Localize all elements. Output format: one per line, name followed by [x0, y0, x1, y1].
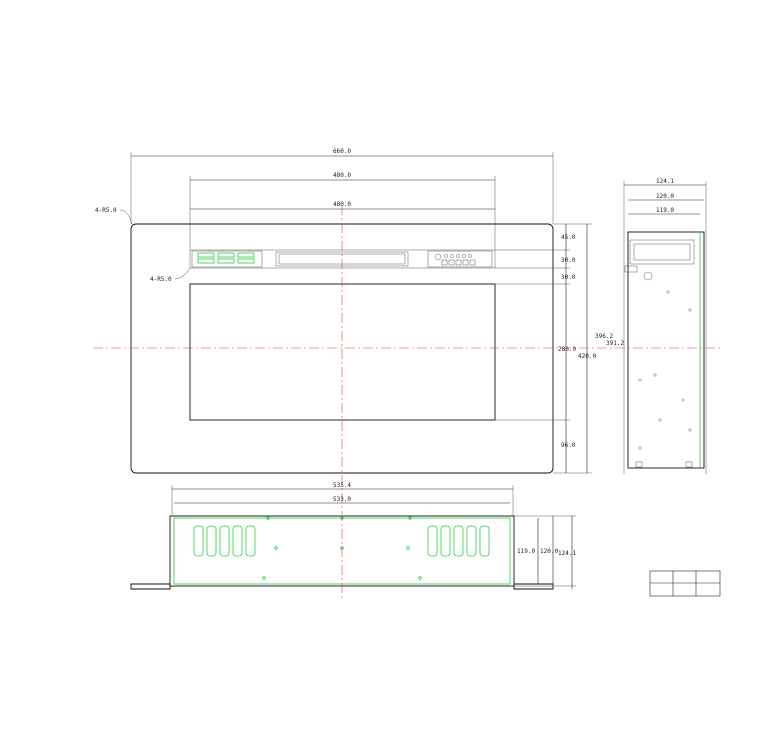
side-top-dimensions: 124.1 120.0 119.0 [623, 178, 707, 226]
top-vents-right [427, 525, 490, 557]
power-knob [434, 253, 442, 261]
dim-top: 45.0 [561, 234, 576, 241]
dim-side-height-outer: 396.2 [595, 333, 613, 340]
button-panel [427, 250, 493, 268]
front-view: 660.0 480.0 480.0 4-R5.0 4-R5.0 45.0 [95, 148, 624, 474]
dim-top-depth-outer: 124.1 [558, 550, 576, 557]
dim-strip-1: 30.0 [561, 257, 576, 264]
top-depth-dimensions: 119.0 120.0 124.1 [514, 515, 576, 589]
side-knob [643, 271, 653, 281]
dim-top-depth-inner: 119.0 [517, 548, 535, 555]
front-right-dimensions: 45.0 30.0 30.0 280.0 420.0 96.0 396.2 39… [495, 223, 624, 474]
dim-opening-width-outer: 480.0 [333, 172, 351, 179]
dim-corner-radius: 4-R5.0 [95, 207, 117, 214]
dim-opening-width-inner: 480.0 [333, 201, 351, 208]
center-lines [93, 205, 722, 600]
dim-side-depth-outer: 124.1 [656, 178, 674, 185]
dim-top-width-outer: 535.4 [333, 482, 351, 489]
front-top-dimensions: 660.0 480.0 480.0 [130, 148, 554, 250]
dim-bottom: 96.0 [561, 442, 576, 449]
dim-side-height-inner: 391.2 [606, 340, 624, 347]
dim-top-depth-mid: 120.0 [540, 548, 558, 555]
dim-side-depth-inner: 119.0 [656, 207, 674, 214]
top-width-dimensions: 535.4 533.0 [171, 482, 514, 516]
viewing-window [189, 283, 496, 421]
dim-side-depth-mid: 120.0 [656, 193, 674, 200]
dim-height-total: 420.0 [578, 353, 596, 360]
top-flange [130, 583, 554, 590]
dim-window-height: 280.0 [558, 346, 576, 353]
side-body [627, 231, 705, 469]
dim-strip-2: 30.0 [561, 274, 576, 281]
radius-callouts: 4-R5.0 4-R5.0 [95, 207, 191, 283]
top-view: 535.4 533.0 119.0 120.0 124.1 [130, 482, 576, 590]
side-view: 124.1 120.0 119.0 [623, 178, 707, 474]
top-vents-left [193, 525, 256, 557]
control-strip [189, 249, 496, 269]
title-block [649, 570, 721, 597]
dim-panel-corner-radius: 4-R5.0 [150, 276, 172, 283]
vent-grille [191, 250, 263, 268]
side-top-bracket [629, 239, 695, 265]
dim-overall-width: 660.0 [333, 148, 351, 155]
